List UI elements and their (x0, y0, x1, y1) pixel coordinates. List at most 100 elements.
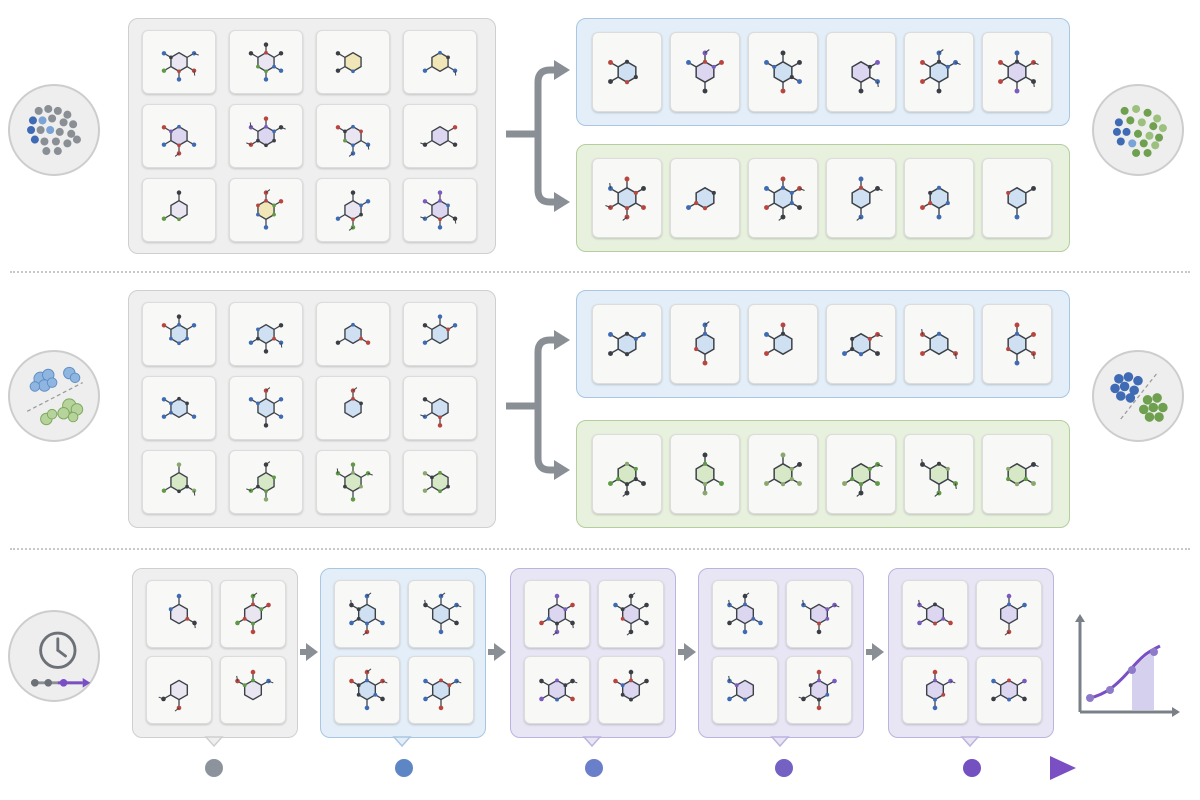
row2-input-molecule-card (316, 376, 390, 440)
molecule-structure-icon (539, 678, 578, 702)
molecule-structure-icon (764, 452, 802, 487)
row2-top-output-molecule-card (592, 304, 662, 384)
row1-top-output-molecule-card (904, 32, 974, 112)
row3-stage-4-molecule-card (786, 656, 852, 724)
row-divider-1 (10, 271, 1190, 273)
rising-curve-plot-icon (1072, 608, 1180, 720)
row3-stage-1-molecule-card (146, 580, 212, 648)
molecule-structure-icon (158, 679, 189, 712)
row1-fork-arrowhead-bottom (554, 192, 570, 212)
row2-top-output-molecule-card (904, 304, 974, 384)
row3-stage-3-molecule-card (598, 580, 664, 648)
row2-input-molecule-card (142, 376, 216, 440)
molecule-structure-icon (1006, 322, 1036, 366)
molecule-structure-icon (1006, 462, 1039, 487)
molecule-structure-icon (801, 599, 840, 635)
molecule-structure-icon (851, 60, 880, 94)
row3-stage-5-molecule-card (976, 656, 1042, 724)
row3-stage-3-molecule-card (598, 656, 664, 724)
molecule-structure-icon (920, 49, 961, 94)
row2-input-molecule-card (403, 376, 477, 440)
molecule-structure-icon (764, 322, 793, 356)
row1-input-molecule-card (229, 104, 303, 168)
molecule-structure-icon (1006, 186, 1036, 220)
molecule-structure-icon (248, 323, 284, 354)
row3-stage-3-molecule-card (524, 656, 590, 724)
molecule-structure-icon (335, 322, 371, 345)
row1-bottom-output-molecule-card (982, 158, 1052, 238)
timeline-node-3 (585, 759, 603, 777)
molecule-structure-icon (686, 49, 724, 94)
row3-stage-5-molecule-card (902, 580, 968, 648)
row2-input-molecule-card (229, 302, 303, 366)
molecule-structure-icon (161, 396, 197, 419)
molecule-structure-icon (161, 124, 197, 157)
molecule-structure-icon (335, 190, 371, 231)
row2-input-molecule-card (403, 302, 477, 366)
row2-top-output-molecule-card (826, 304, 896, 384)
molecule-structure-icon (851, 176, 883, 221)
molecule-structure-icon (727, 675, 755, 702)
stage-callout-notches (204, 736, 980, 748)
molecule-structure-icon (422, 50, 458, 76)
row1-bottom-output-molecule-card (904, 158, 974, 238)
row2-top-output-molecule-card (982, 304, 1052, 384)
row3-stage-4-molecule-card (712, 580, 778, 648)
molecule-structure-icon (539, 593, 575, 636)
clock-timeline-icon (8, 610, 100, 702)
molecule-structure-icon (256, 189, 284, 230)
molecule-structure-icon (235, 669, 274, 701)
timeline-arrowhead (1050, 756, 1076, 780)
molecule-structure-icon (695, 452, 724, 496)
row1-top-output-molecule-card (748, 32, 818, 112)
molecule-structure-icon (335, 51, 362, 74)
row1-input-molecule-card (142, 30, 216, 94)
row2-fork-arrowhead-top (554, 330, 570, 350)
row2-input-molecule-card (316, 450, 390, 514)
two-blob-clusters-icon (8, 350, 100, 442)
molecule-structure-icon (420, 125, 458, 147)
molecule-structure-icon (608, 331, 646, 357)
molecule-structure-icon (335, 462, 373, 502)
molecule-structure-icon (349, 668, 388, 711)
row2-bottom-output-molecule-card (670, 434, 740, 514)
row1-bottom-output-molecule-card (748, 158, 818, 238)
row3-stage-2-molecule-card (408, 656, 474, 724)
molecule-structure-icon (920, 185, 950, 220)
row1-input-molecule-card (316, 30, 390, 94)
molecule-structure-icon (608, 59, 638, 85)
molecule-structure-icon (999, 593, 1027, 636)
row1-input-molecule-card (316, 178, 390, 242)
molecule-structure-icon (246, 461, 276, 502)
row3-stage-4-molecule-card (786, 580, 852, 648)
molecule-structure-icon (842, 462, 883, 497)
molecule-structure-icon (842, 332, 883, 357)
molecule-structure-icon (613, 669, 649, 702)
row1-input-molecule-card (403, 30, 477, 94)
two-dot-groups-split-icon (1092, 350, 1184, 442)
molecule-structure-icon (694, 321, 715, 366)
timeline-node-5 (963, 759, 981, 777)
molecule-structure-icon (335, 124, 371, 157)
row3-stage-1-molecule-card (220, 656, 286, 724)
molecule-structure-icon (991, 678, 1027, 702)
molecule-structure-icon (686, 186, 716, 211)
row2-input-molecule-card (229, 450, 303, 514)
molecule-structure-icon (248, 42, 284, 82)
row1-input-molecule-card (403, 178, 477, 242)
row1-fork-arrow (506, 66, 556, 206)
molecule-structure-icon (925, 669, 956, 711)
molecule-structure-icon (161, 190, 188, 222)
row1-bottom-output-molecule-card (670, 158, 740, 238)
molecule-structure-icon (423, 678, 462, 711)
molecule-structure-icon (420, 190, 458, 230)
row3-stage-arrows (300, 643, 884, 661)
row3-stage-5-molecule-card (976, 580, 1042, 648)
row1-input-molecule-card (142, 178, 216, 242)
molecule-structure-icon (605, 176, 646, 221)
molecule-structure-icon (608, 461, 646, 497)
molecule-structure-icon (727, 592, 763, 635)
molecule-structure-icon (920, 459, 958, 497)
molecule-structure-icon (764, 176, 805, 221)
